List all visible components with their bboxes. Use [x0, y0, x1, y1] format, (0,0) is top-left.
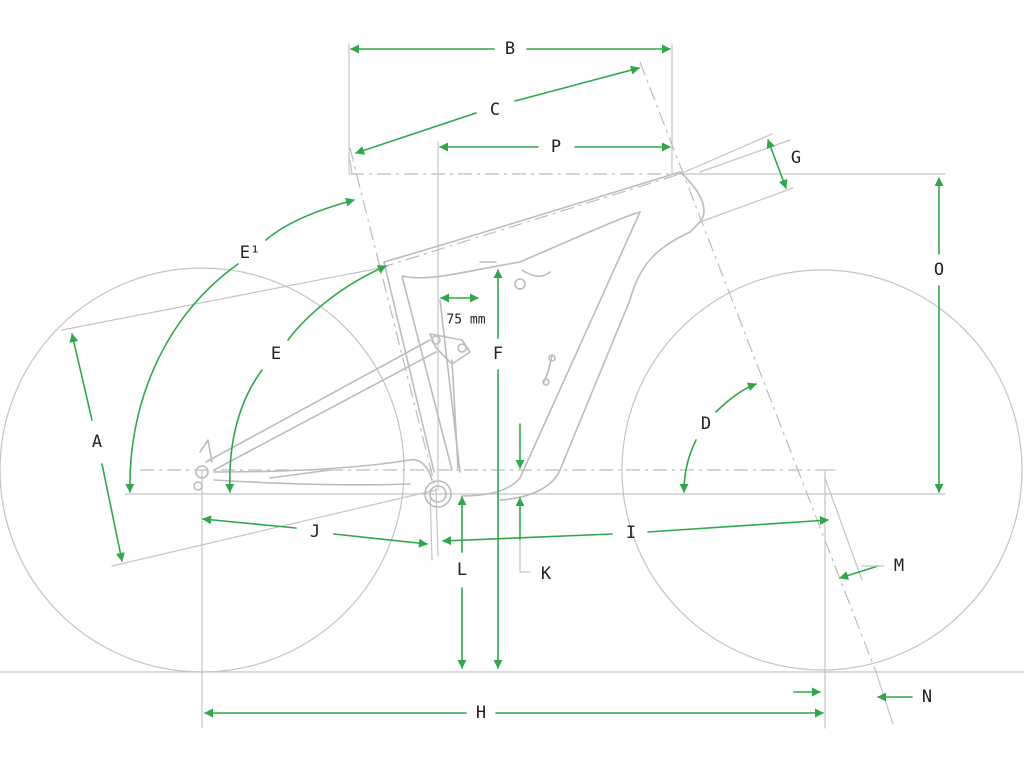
seat-tube-line	[349, 147, 437, 491]
bike-frame	[193, 171, 705, 508]
top-tube-extension	[61, 267, 381, 331]
label-D: D	[701, 414, 711, 434]
label-J: J	[310, 522, 320, 542]
steering-axis	[639, 61, 877, 673]
chainstay-reference	[111, 489, 437, 567]
seat-tube-upper	[349, 159, 353, 175]
front-wheel	[621, 269, 1023, 671]
stem-line-lower	[699, 187, 794, 223]
label-E: E	[271, 344, 281, 364]
label-K: K	[541, 564, 552, 584]
label-M: M	[894, 556, 904, 576]
label-seat-tube-offset: 75 mm	[446, 313, 485, 328]
label-L: L	[457, 560, 467, 580]
label-A: A	[92, 432, 102, 452]
effective-top-tube-line	[379, 173, 681, 269]
label-O: O	[934, 260, 944, 280]
label-H: H	[476, 703, 486, 723]
fork-leg	[824, 477, 863, 581]
head-tube-angle-ray	[699, 139, 791, 173]
label-F: F	[493, 344, 503, 364]
label-C: C	[490, 100, 500, 120]
label-I: I	[626, 523, 636, 543]
bb-drop-right	[435, 489, 439, 557]
steering-axis-below	[875, 671, 894, 725]
label-N: N	[922, 687, 932, 707]
stem-line-upper	[679, 133, 773, 175]
label-B: B	[505, 39, 515, 59]
bb-drop-left	[429, 489, 433, 561]
label-E1: E¹	[240, 243, 260, 263]
label-G: G	[791, 148, 801, 168]
label-P: P	[551, 137, 561, 157]
